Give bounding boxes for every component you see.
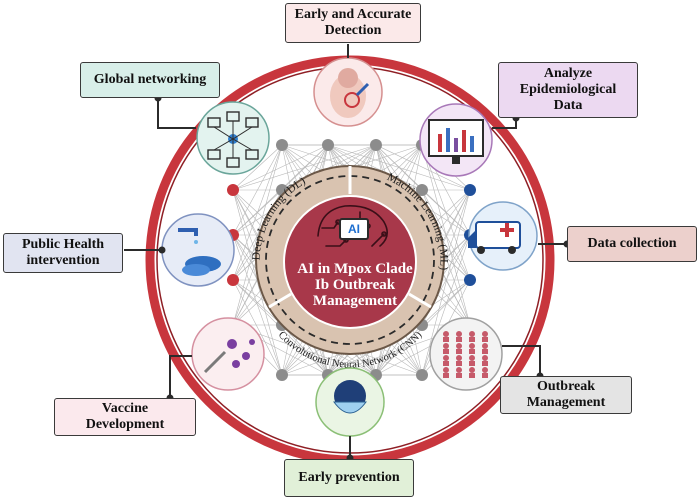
label-early-detection: Early and Accurate Detection — [285, 3, 421, 43]
inner-ring-dashed-track — [265, 175, 435, 345]
outbreak-illustration — [429, 317, 503, 391]
mesh-edge — [232, 144, 283, 326]
mesh-node — [227, 184, 239, 196]
person-icon — [469, 343, 475, 349]
mesh-node — [276, 369, 288, 381]
center-disk — [283, 195, 417, 329]
label-global-networking: Global networking — [80, 62, 220, 98]
person-icon — [469, 331, 475, 337]
person-body — [482, 361, 488, 366]
mesh-edge — [327, 144, 423, 191]
center-title-line-2: Ib Outbreak — [314, 276, 396, 293]
mask-illustration — [315, 367, 385, 437]
center-title-line-3: Management — [312, 292, 398, 309]
mesh-edge — [232, 144, 283, 281]
person-body — [443, 337, 449, 342]
mesh-node — [370, 139, 382, 151]
person-icon — [456, 343, 462, 349]
detection-illustration — [313, 57, 383, 127]
person-body — [482, 349, 488, 354]
mesh-node — [416, 184, 428, 196]
mesh-node — [464, 274, 476, 286]
mesh-node — [227, 274, 239, 286]
mesh-node — [276, 139, 288, 151]
person-icon — [482, 331, 488, 337]
person-body — [456, 373, 462, 378]
ambulance-illustration — [468, 201, 538, 271]
person-body — [482, 373, 488, 378]
person-icon — [443, 355, 449, 361]
connectors — [124, 44, 567, 458]
person-body — [443, 349, 449, 354]
person-body — [469, 373, 475, 378]
center-title: AI in Mpox Clade Ib Outbreak Management — [285, 261, 425, 309]
mesh-edge — [232, 189, 283, 376]
label-outbreak: Outbreak Management — [500, 376, 632, 414]
person-body — [469, 337, 475, 342]
person-body — [456, 337, 462, 342]
hygiene-illustration — [161, 213, 235, 287]
person-body — [482, 337, 488, 342]
mesh-node — [416, 369, 428, 381]
person-icon — [469, 355, 475, 361]
epidemiology-illustration — [419, 103, 493, 177]
person-body — [469, 361, 475, 366]
label-analyze-data: Analyze Epidemiological Data — [498, 62, 638, 118]
person-icon — [443, 367, 449, 373]
person-icon — [482, 343, 488, 349]
mesh-edge — [232, 144, 283, 236]
mesh-edge — [421, 189, 471, 376]
mesh-edge — [375, 144, 471, 191]
mesh-edge — [232, 144, 283, 191]
person-icon — [456, 355, 462, 361]
mesh-edge — [281, 144, 329, 191]
ring-divider-left — [268, 292, 292, 309]
mesh-node — [322, 139, 334, 151]
person-icon — [482, 367, 488, 373]
label-public-health: Public Health intervention — [3, 233, 123, 273]
vaccine-illustration — [191, 317, 265, 391]
mesh-edge — [421, 279, 471, 326]
network-illustration — [196, 101, 270, 175]
person-icon — [482, 355, 488, 361]
person-icon — [456, 331, 462, 337]
center-title-line-1: AI in Mpox Clade — [297, 261, 413, 277]
person-body — [469, 349, 475, 354]
label-vaccine: Vaccine Development — [54, 398, 196, 436]
person-body — [443, 361, 449, 366]
person-icon — [456, 367, 462, 373]
person-icon — [469, 367, 475, 373]
person-body — [443, 373, 449, 378]
mesh-node — [464, 184, 476, 196]
person-body — [456, 349, 462, 354]
person-icon — [443, 343, 449, 349]
person-body — [456, 361, 462, 366]
label-early-prevention: Early prevention — [284, 459, 414, 497]
ring-divider-right — [408, 292, 432, 309]
mesh-edge — [232, 144, 329, 191]
mesh-edge — [375, 324, 423, 376]
person-icon — [443, 331, 449, 337]
ai-chip-icon: AI — [339, 218, 369, 240]
label-data-collection: Data collection — [567, 226, 697, 262]
